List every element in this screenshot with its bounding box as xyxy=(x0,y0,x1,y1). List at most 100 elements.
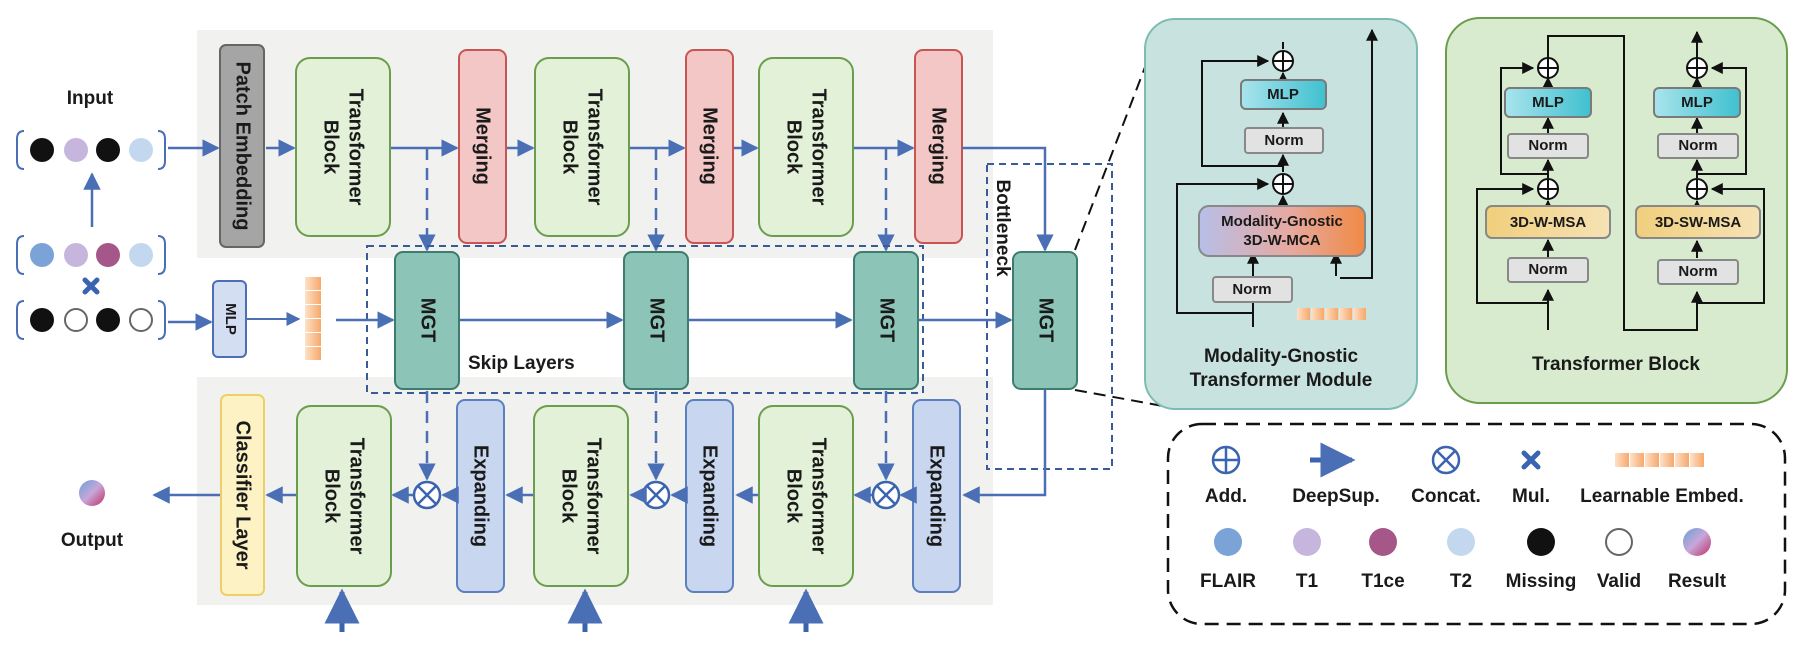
svg-text:Transformer: Transformer xyxy=(584,89,606,206)
svg-text:MLP: MLP xyxy=(1681,94,1713,111)
decoder-transformer-block: Transformer Block xyxy=(758,405,854,587)
svg-text:Norm: Norm xyxy=(1678,263,1717,280)
dot-valid xyxy=(129,308,153,332)
encoder-transformer-block: Transformer Block xyxy=(758,57,854,237)
legend-deepsup-label: DeepSup. xyxy=(1292,486,1380,507)
legend-add-label: Add. xyxy=(1205,486,1247,507)
arrow-bottleneck-to-decoder xyxy=(962,390,1047,504)
expanding-block: Expanding xyxy=(912,399,961,593)
svg-text:Norm: Norm xyxy=(1528,261,1567,278)
concat-icon xyxy=(1431,445,1461,475)
tb-panel-title: Transformer Block xyxy=(1532,354,1700,375)
classifier-layer-block: Classifier Layer xyxy=(220,394,265,596)
svg-text:Expanding: Expanding xyxy=(926,445,948,547)
legend: Add. DeepSup. Concat. Mul. Learnable Emb… xyxy=(1166,422,1787,626)
transformer-block-detail-panel: MLP Norm 3D-W-MSA Norm MLP Norm 3D-SW-MS… xyxy=(1445,17,1788,404)
legend-missing-icon xyxy=(1527,528,1555,556)
dot-missing xyxy=(96,138,120,162)
legend-result-icon xyxy=(1683,528,1711,556)
encoder-transformer-block: Transformer Block xyxy=(534,57,630,237)
zoom-line xyxy=(1074,61,1148,251)
svg-text:Block: Block xyxy=(320,120,342,175)
legend-missing-label: Missing xyxy=(1506,571,1577,592)
dot-t1 xyxy=(64,138,88,162)
svg-text:Block: Block xyxy=(783,469,805,524)
concat-icon xyxy=(641,480,671,510)
svg-text:Transformer: Transformer xyxy=(583,438,605,555)
dot-t2 xyxy=(129,138,153,162)
legend-concat-label: Concat. xyxy=(1411,486,1481,507)
svg-text:MLP: MLP xyxy=(1267,86,1299,103)
legend-flair-icon xyxy=(1214,528,1242,556)
legend-t2-label: T2 xyxy=(1450,571,1472,592)
mgt-panel-title: Modality-Gnostic xyxy=(1204,346,1359,367)
bottleneck-box xyxy=(986,163,1113,470)
svg-text:Classifier Layer: Classifier Layer xyxy=(232,421,254,570)
svg-text:3D-W-MSA: 3D-W-MSA xyxy=(1510,214,1587,231)
input-modality-row xyxy=(16,130,166,170)
svg-text:Merging: Merging xyxy=(928,107,950,185)
mask-row xyxy=(16,300,166,340)
svg-text:MLP: MLP xyxy=(1532,94,1564,111)
svg-text:Block: Block xyxy=(558,469,580,524)
svg-text:Block: Block xyxy=(321,469,343,524)
legend-mul-label: Mul. xyxy=(1512,486,1550,507)
svg-text:Merging: Merging xyxy=(472,107,494,185)
legend-t1ce-label: T1ce xyxy=(1361,571,1404,592)
svg-text:Norm: Norm xyxy=(1264,132,1303,149)
svg-text:Norm: Norm xyxy=(1232,281,1271,298)
svg-text:Merging: Merging xyxy=(699,107,721,185)
bottleneck-label: Bottleneck xyxy=(992,179,1013,277)
mgt-block: MGT xyxy=(394,251,460,390)
multiply-icon xyxy=(82,277,100,295)
arrow-to-bottleneck xyxy=(962,146,1054,252)
svg-text:Norm: Norm xyxy=(1678,137,1717,154)
svg-text:MGT: MGT xyxy=(417,298,439,342)
dot-flair xyxy=(30,243,54,267)
legend-t1-icon xyxy=(1293,528,1321,556)
dot-missing xyxy=(30,138,54,162)
svg-text:Expanding: Expanding xyxy=(699,445,721,547)
concat-icon xyxy=(871,480,901,510)
dot-missing xyxy=(30,308,54,332)
dot-t1ce xyxy=(96,243,120,267)
learnable-embed-icon xyxy=(1615,453,1704,467)
svg-text:Transformer: Transformer xyxy=(345,89,367,206)
merging-block: Merging xyxy=(458,49,507,244)
svg-text:3D-SW-MSA: 3D-SW-MSA xyxy=(1655,214,1742,231)
dot-t2 xyxy=(129,243,153,267)
all-modality-row xyxy=(16,235,166,275)
legend-t2-icon xyxy=(1447,528,1475,556)
add-icon xyxy=(1211,445,1241,475)
svg-text:MGT: MGT xyxy=(1035,298,1057,342)
legend-valid-icon xyxy=(1605,528,1633,556)
legend-valid-label: Valid xyxy=(1597,571,1641,592)
input-label: Input xyxy=(67,88,114,109)
legend-result-label: Result xyxy=(1668,571,1727,592)
dot-valid xyxy=(64,308,88,332)
mgt-detail-panel: MLP Norm Modality-Gnostic 3D-W-MCA Norm … xyxy=(1144,18,1418,410)
svg-text:Modality-Gnostic: Modality-Gnostic xyxy=(1221,213,1343,230)
svg-text:Transformer: Transformer xyxy=(808,438,830,555)
learnable-embedding-row xyxy=(1297,308,1366,320)
mgt-block: MGT xyxy=(623,251,689,390)
svg-text:Norm: Norm xyxy=(1528,137,1567,154)
concat-icon xyxy=(412,480,442,510)
expanding-block: Expanding xyxy=(685,399,734,593)
mgt-panel-title: Transformer Module xyxy=(1190,370,1373,391)
result-icon xyxy=(79,480,105,506)
decoder-transformer-block: Transformer Block xyxy=(296,405,392,587)
skip-layers-label: Skip Layers xyxy=(468,353,575,374)
svg-text:MLP: MLP xyxy=(222,303,239,335)
mask-mlp-block: MLP xyxy=(212,280,247,358)
svg-text:Block: Block xyxy=(783,120,805,175)
dot-t1 xyxy=(64,243,88,267)
svg-text:Block: Block xyxy=(559,120,581,175)
svg-text:MGT: MGT xyxy=(876,298,898,342)
multiply-icon xyxy=(1521,450,1541,470)
encoder-transformer-block: Transformer Block xyxy=(295,57,391,237)
svg-text:Expanding: Expanding xyxy=(470,445,492,547)
legend-t1ce-icon xyxy=(1369,528,1397,556)
decoder-transformer-block: Transformer Block xyxy=(533,405,629,587)
